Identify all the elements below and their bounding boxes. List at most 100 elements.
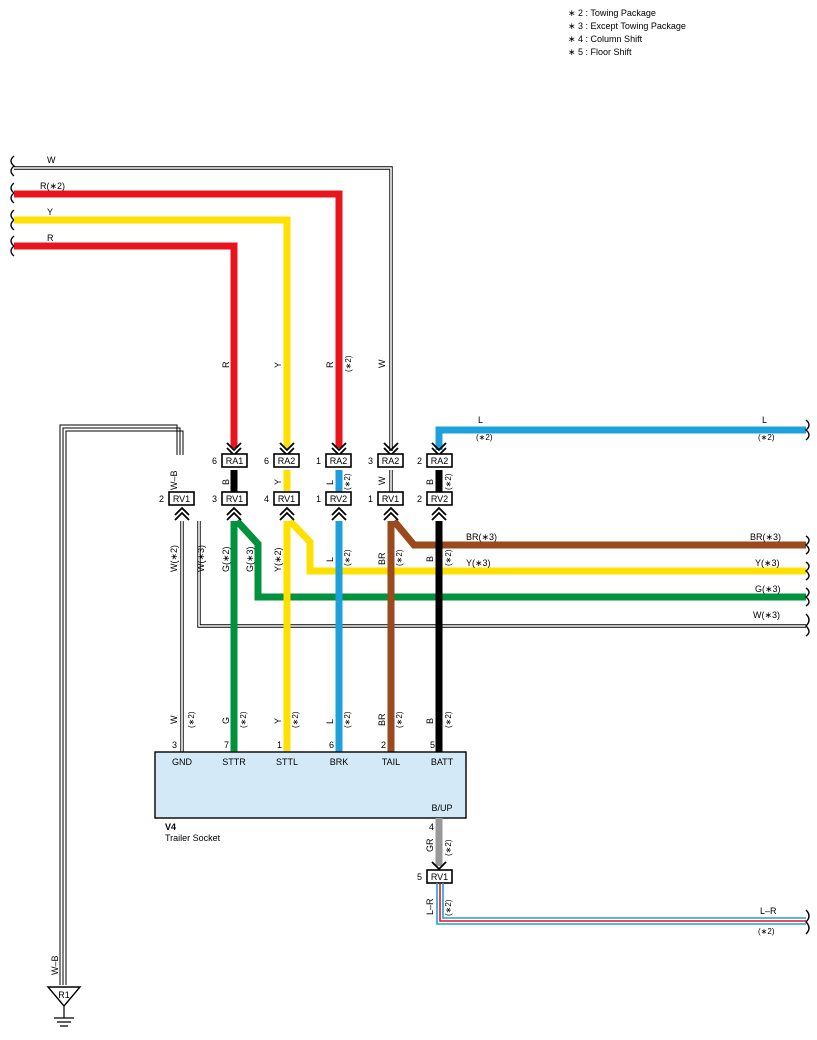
top-connectors: RA1 6 RA2 6 RA2 1 RA2 3 RA2 2 bbox=[212, 442, 453, 468]
connector-ra2-col5: RA2 2 bbox=[417, 442, 453, 468]
connector-rv1-col2: RV1 4 bbox=[264, 491, 300, 521]
svg-text:RA2: RA2 bbox=[330, 456, 348, 466]
legend-item-except-towing: ∗ 3 : Except Towing Package bbox=[568, 21, 686, 31]
label-lr-vertical: L–R bbox=[425, 898, 435, 915]
terminal-bup: B/UP bbox=[431, 803, 452, 813]
bup-pin: 4 bbox=[429, 822, 434, 832]
mid-labels: W(∗2) W(∗3) G(∗2) G(∗3) Y(∗2) L (∗2) BR … bbox=[169, 545, 453, 572]
svg-text:RV1: RV1 bbox=[278, 494, 295, 504]
label-l-top-note: (∗2) bbox=[476, 433, 493, 442]
connector-rv1-col1: RV1 3 bbox=[212, 491, 248, 521]
svg-text:Y: Y bbox=[273, 479, 283, 485]
svg-text:B: B bbox=[425, 479, 435, 485]
connector-rv1-gr: RV1 5 bbox=[417, 861, 453, 884]
svg-text:Y(∗2): Y(∗2) bbox=[273, 547, 283, 572]
connector-ra2-col3: RA2 1 bbox=[316, 442, 352, 468]
svg-text:RA1: RA1 bbox=[226, 456, 244, 466]
socket-pin-tail: 2 bbox=[381, 740, 386, 750]
vlabel-col3: R bbox=[325, 361, 335, 368]
svg-text:RV2: RV2 bbox=[330, 494, 347, 504]
svg-text:(∗2): (∗2) bbox=[395, 549, 404, 566]
legend-item-floor-shift: ∗ 5 : Floor Shift bbox=[568, 47, 632, 57]
svg-text:(∗2): (∗2) bbox=[395, 711, 404, 728]
socket-pin-brk: 6 bbox=[329, 740, 334, 750]
svg-text:W: W bbox=[169, 715, 179, 724]
svg-text:BR: BR bbox=[377, 713, 387, 726]
right-break-markers bbox=[804, 535, 810, 935]
label-r: R bbox=[47, 233, 54, 243]
svg-text:RV1: RV1 bbox=[431, 872, 448, 882]
svg-text:(∗2): (∗2) bbox=[444, 549, 453, 566]
wire-br3 bbox=[391, 518, 806, 549]
connector-rv1-col4: RV1 1 bbox=[368, 491, 404, 521]
svg-text:(∗2): (∗2) bbox=[444, 711, 453, 728]
svg-text:BR: BR bbox=[377, 552, 387, 565]
terminal-sttl: STTL bbox=[276, 757, 298, 767]
socket-pin-sttl: 1 bbox=[277, 740, 282, 750]
connector-ra2-col4: RA2 3 bbox=[368, 442, 404, 468]
break-marker-r bbox=[10, 235, 16, 257]
svg-text:RA2: RA2 bbox=[431, 456, 449, 466]
connector-ra2-col2: RA2 6 bbox=[264, 442, 300, 468]
label-l-top: L bbox=[478, 415, 483, 425]
terminal-sttr: STTR bbox=[222, 757, 246, 767]
wire-r2 bbox=[14, 190, 343, 448]
label-lr-vertical-note: (∗2) bbox=[444, 899, 453, 916]
svg-text:G(∗2): G(∗2) bbox=[221, 546, 231, 572]
svg-text:RA2: RA2 bbox=[382, 456, 400, 466]
label-w: W bbox=[47, 155, 56, 165]
lower-wires bbox=[180, 518, 806, 752]
label-br-right: BR(∗3) bbox=[750, 532, 781, 542]
terminal-batt: BATT bbox=[431, 757, 454, 767]
label-y-right: Y(∗3) bbox=[755, 558, 780, 568]
break-marker-y bbox=[10, 209, 16, 231]
socket-pin-sttr: 7 bbox=[224, 740, 229, 750]
svg-text:RV1: RV1 bbox=[226, 494, 243, 504]
lower-labels: W (∗2) G (∗2) Y (∗2) L (∗2) BR (∗2) B (∗… bbox=[169, 711, 453, 728]
svg-text:1: 1 bbox=[368, 494, 373, 504]
ground-icon bbox=[54, 1006, 74, 1027]
break-marker-w bbox=[10, 155, 16, 177]
wire-g3 bbox=[234, 518, 806, 601]
svg-text:3: 3 bbox=[212, 494, 217, 504]
svg-text:W(∗3): W(∗3) bbox=[196, 545, 206, 572]
svg-text:6: 6 bbox=[264, 456, 269, 466]
vlabel-col2: Y bbox=[273, 362, 283, 368]
connector-rv1-ground: RV1 2 bbox=[159, 491, 195, 521]
left-top-wires bbox=[14, 166, 393, 451]
ground-name: R1 bbox=[58, 990, 70, 1000]
svg-text:L: L bbox=[325, 557, 335, 562]
svg-text:(∗2): (∗2) bbox=[343, 711, 352, 728]
svg-text:(∗2): (∗2) bbox=[343, 473, 352, 490]
between-segments bbox=[230, 470, 443, 492]
connector-ra1-col1: RA1 6 bbox=[212, 442, 248, 468]
svg-text:G(∗3): G(∗3) bbox=[245, 546, 255, 572]
svg-text:RV1: RV1 bbox=[382, 494, 399, 504]
svg-text:RV1: RV1 bbox=[173, 494, 190, 504]
socket-title: Trailer Socket bbox=[165, 833, 221, 843]
svg-text:B: B bbox=[425, 556, 435, 562]
svg-text:B: B bbox=[425, 718, 435, 724]
svg-text:W–B: W–B bbox=[169, 470, 179, 490]
label-r2: R(∗2) bbox=[40, 181, 65, 191]
svg-text:2: 2 bbox=[417, 456, 422, 466]
break-marker-r2 bbox=[10, 182, 16, 204]
svg-text:(∗2): (∗2) bbox=[343, 549, 352, 566]
svg-text:2: 2 bbox=[417, 494, 422, 504]
legend-item-towing: ∗ 2 : Towing Package bbox=[568, 8, 656, 18]
label-gr-note: (∗2) bbox=[444, 839, 453, 856]
wire-y-top bbox=[14, 216, 291, 448]
label-y: Y bbox=[47, 207, 53, 217]
connector-rv2-col5: RV2 2 bbox=[417, 491, 453, 521]
svg-text:RA2: RA2 bbox=[278, 456, 296, 466]
socket-pin-batt: 5 bbox=[430, 740, 435, 750]
label-br-left: BR(∗3) bbox=[466, 532, 497, 542]
bottom-connectors: RV1 2 RV1 3 RV1 4 RV2 1 RV1 1 bbox=[159, 491, 453, 521]
svg-text:(∗2): (∗2) bbox=[239, 711, 248, 728]
label-lr-right-note: (∗2) bbox=[758, 927, 775, 936]
svg-text:(∗2): (∗2) bbox=[291, 711, 300, 728]
wire-wb-ground bbox=[59, 424, 184, 985]
svg-text:4: 4 bbox=[264, 494, 269, 504]
label-gr: GR bbox=[425, 838, 435, 852]
